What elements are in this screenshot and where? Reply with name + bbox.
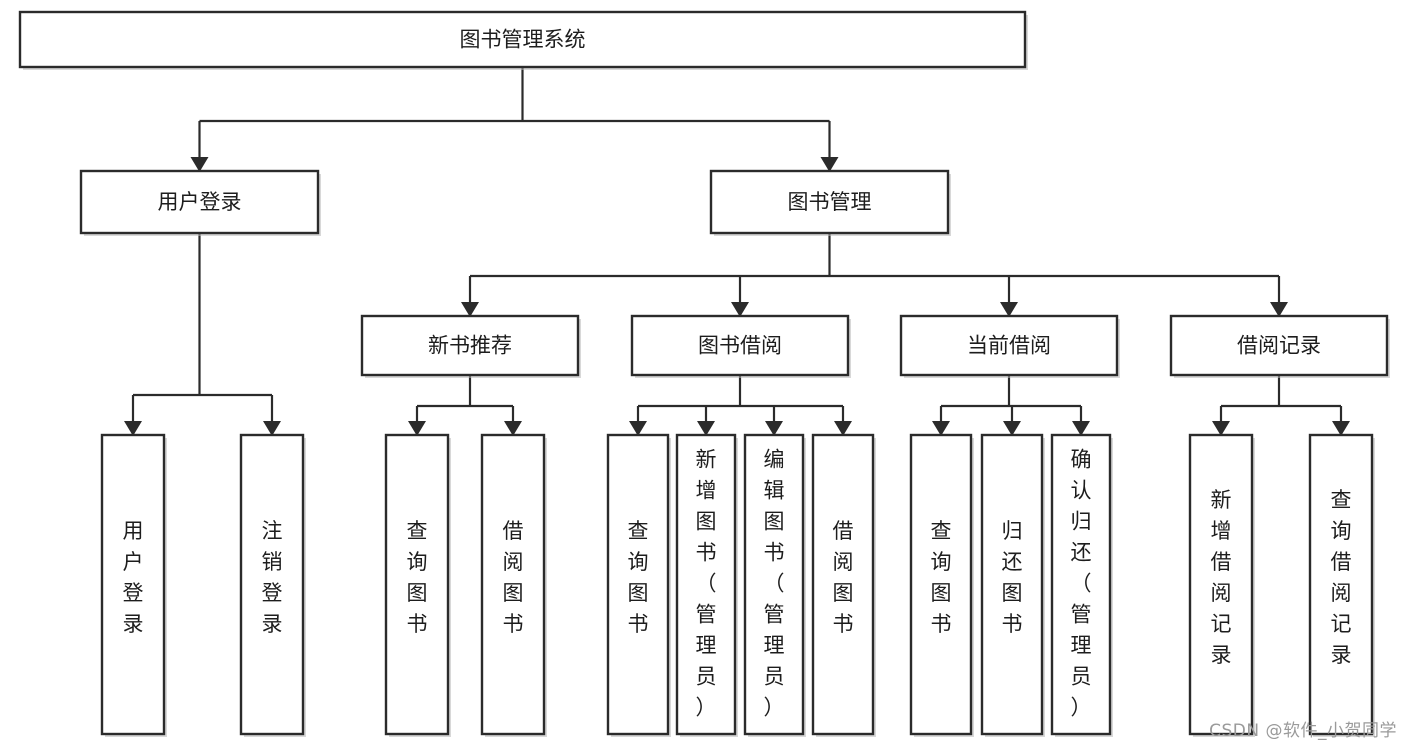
node-leaf-add-book-admin[interactable]: 新增图书（管理员） xyxy=(675,433,738,737)
node-label: 新增图书（管理员） xyxy=(696,448,717,720)
node-label: 查询借阅记录 xyxy=(1331,488,1352,667)
node-book-borrow[interactable]: 图书借阅 xyxy=(630,314,851,378)
node-label: 借阅图书 xyxy=(503,519,524,636)
connectors-layer xyxy=(124,67,1350,436)
node-label: 当前借阅 xyxy=(967,334,1051,358)
node-leaf-query-book-current[interactable]: 查询图书 xyxy=(909,433,974,737)
node-label: 查询图书 xyxy=(628,519,649,636)
node-borrow-record[interactable]: 借阅记录 xyxy=(1169,314,1390,378)
connector-group-book-borrow xyxy=(629,375,852,436)
node-root[interactable]: 图书管理系统 xyxy=(18,10,1028,70)
node-label: 编辑图书（管理员） xyxy=(764,448,785,720)
node-user-login[interactable]: 用户登录 xyxy=(79,169,321,236)
node-new-book-rec[interactable]: 新书推荐 xyxy=(360,314,581,378)
node-label: 图书管理 xyxy=(788,190,872,214)
node-leaf-edit-book-admin[interactable]: 编辑图书（管理员） xyxy=(743,433,806,737)
node-label: 用户登录 xyxy=(123,519,144,636)
node-label: 借阅记录 xyxy=(1237,334,1321,358)
node-label: 注销登录 xyxy=(262,519,283,636)
node-leaf-query-book-borrow[interactable]: 查询图书 xyxy=(606,433,671,737)
node-leaf-query-borrow-record[interactable]: 查询借阅记录 xyxy=(1308,433,1375,737)
node-label: 归还图书 xyxy=(1002,519,1023,636)
node-label: 借阅图书 xyxy=(833,519,854,636)
node-current-borrow[interactable]: 当前借阅 xyxy=(899,314,1120,378)
connector-group-book-manage xyxy=(461,233,1288,317)
node-leaf-confirm-return-admin[interactable]: 确认归还（管理员） xyxy=(1050,433,1113,737)
node-leaf-borrow-book[interactable]: 借阅图书 xyxy=(811,433,876,737)
connector-group-root xyxy=(190,67,839,172)
node-label: 确认归还（管理员） xyxy=(1071,448,1092,720)
node-leaf-user-login[interactable]: 用户登录 xyxy=(100,433,167,737)
node-label: 新书推荐 xyxy=(428,334,512,358)
connector-group-current-borrow xyxy=(932,375,1090,436)
node-label: 新增借阅记录 xyxy=(1211,488,1232,667)
node-label: 用户登录 xyxy=(158,190,242,214)
connector-group-borrow-record xyxy=(1212,375,1350,436)
connector-group-user-login xyxy=(124,233,281,436)
nodes-layer: 图书管理系统用户登录图书管理新书推荐图书借阅当前借阅借阅记录用户登录注销登录查询… xyxy=(18,10,1390,737)
node-leaf-borrow-book-rec[interactable]: 借阅图书 xyxy=(480,433,547,737)
node-label: 查询图书 xyxy=(931,519,952,636)
connector-group-new-book-rec xyxy=(408,375,522,436)
node-leaf-user-logout[interactable]: 注销登录 xyxy=(239,433,306,737)
node-leaf-query-book-rec[interactable]: 查询图书 xyxy=(384,433,451,737)
node-label: 图书借阅 xyxy=(698,334,782,358)
csdn-watermark: CSDN @软件_小贺同学 xyxy=(1209,721,1397,741)
node-book-manage[interactable]: 图书管理 xyxy=(709,169,951,236)
node-leaf-return-book[interactable]: 归还图书 xyxy=(980,433,1045,737)
node-label: 图书管理系统 xyxy=(460,28,586,52)
node-label: 查询图书 xyxy=(407,519,428,636)
node-leaf-add-borrow-record[interactable]: 新增借阅记录 xyxy=(1188,433,1255,737)
